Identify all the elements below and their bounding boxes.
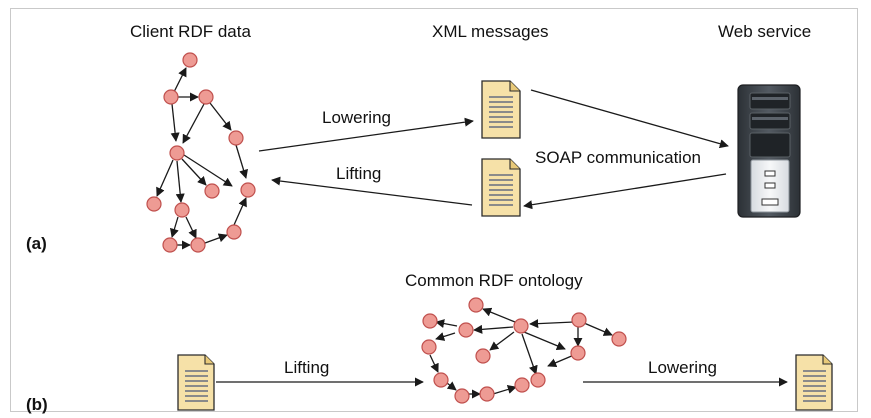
request-arrow <box>530 89 729 149</box>
heading-xml-messages: XML messages <box>432 22 549 41</box>
web-service-server-icon <box>737 84 801 218</box>
panel-a-arrows <box>258 89 729 210</box>
xml-document-icon <box>481 158 521 217</box>
response-arrow <box>523 173 727 210</box>
arrow-label-lowering-b: Lowering <box>648 358 717 377</box>
xml-document-icon <box>795 354 833 411</box>
arrow-label-lowering-a: Lowering <box>322 108 391 127</box>
panel-label-b: (b) <box>26 395 48 414</box>
client-graph-nodes <box>146 52 256 253</box>
figure-frame <box>10 8 858 412</box>
heading-web-service: Web service <box>718 22 812 41</box>
heading-client-rdf-data: Client RDF data <box>130 22 251 41</box>
heading-common-rdf-ontology: Common RDF ontology <box>405 271 583 290</box>
xml-document-icon <box>481 80 521 139</box>
arrow-label-soap-communication: SOAP communication <box>535 148 701 167</box>
xml-document-icon <box>177 354 215 411</box>
arrow-label-lifting-b: Lifting <box>284 358 330 377</box>
ontology-graph-edges <box>429 307 613 399</box>
lifting-arrow-a <box>271 176 473 206</box>
ontology-graph-nodes <box>421 297 627 404</box>
lowering-arrow-a <box>258 117 474 152</box>
client-graph-edges <box>156 67 248 250</box>
arrow-label-lifting-a: Lifting <box>336 164 382 183</box>
panel-label-a: (a) <box>26 234 47 253</box>
